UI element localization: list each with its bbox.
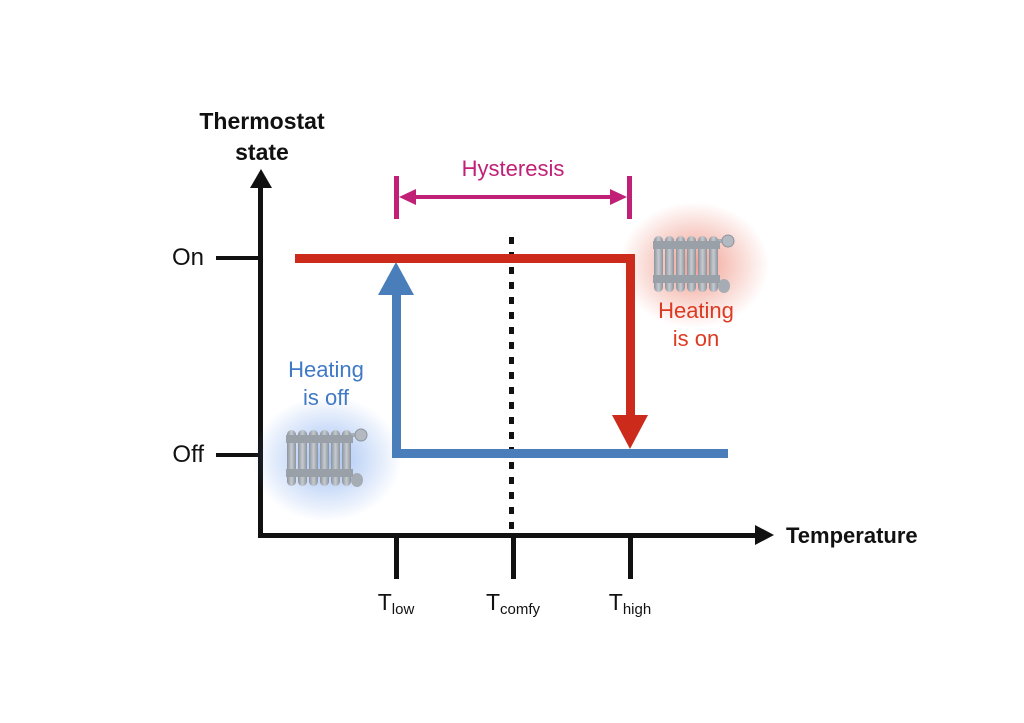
tlow-sub: low bbox=[391, 601, 415, 618]
y-axis-title-line1: Thermostat bbox=[199, 108, 325, 134]
x-axis-label: Temperature bbox=[786, 523, 918, 548]
x-tick-tcomfy bbox=[511, 535, 516, 579]
thigh-base: T bbox=[608, 589, 623, 615]
x-tick-thigh bbox=[628, 535, 633, 579]
x-axis-arrowhead-icon bbox=[755, 525, 774, 545]
radiator-icon bbox=[653, 234, 735, 293]
off-branch-line bbox=[392, 449, 728, 458]
heating-off-caption: Heating is off bbox=[261, 356, 391, 412]
x-tick-label-tcomfy: Tcomfy bbox=[468, 589, 558, 618]
y-axis-title-line2: state bbox=[235, 139, 289, 165]
x-axis-line bbox=[258, 533, 757, 538]
hysteresis-left-endbar bbox=[394, 176, 399, 219]
hysteresis-right-endbar bbox=[627, 176, 632, 219]
radiator-icon bbox=[286, 428, 368, 487]
heating-off-line1: Heating bbox=[288, 357, 364, 382]
x-tick-label-tlow: Tlow bbox=[351, 589, 441, 618]
heating-off-line2: is off bbox=[302, 385, 350, 410]
tlow-base: T bbox=[377, 589, 392, 615]
heating-on-line1: Heating bbox=[658, 298, 734, 323]
up-arrowhead-icon bbox=[378, 262, 414, 295]
x-tick-label-thigh: Thigh bbox=[585, 589, 675, 618]
tcomfy-base: T bbox=[485, 589, 501, 615]
heating-on-line2: is on bbox=[672, 326, 720, 351]
y-axis-line bbox=[258, 184, 263, 537]
hysteresis-label: Hysteresis bbox=[461, 156, 565, 181]
y-tick-label-off: Off bbox=[172, 441, 204, 468]
off-branch-rise-line bbox=[392, 294, 401, 458]
down-arrowhead-icon bbox=[612, 415, 648, 449]
y-tick-on bbox=[216, 256, 260, 260]
y-axis-arrowhead-icon bbox=[249, 169, 272, 188]
on-branch-line bbox=[295, 254, 635, 263]
on-branch-drop-line bbox=[626, 254, 635, 417]
right-arrowhead-icon bbox=[610, 189, 627, 205]
thigh-sub: high bbox=[622, 601, 652, 618]
hysteresis-span-line bbox=[406, 195, 620, 199]
y-tick-off bbox=[216, 453, 260, 457]
left-arrowhead-icon bbox=[399, 189, 416, 205]
x-tick-tlow bbox=[394, 535, 399, 579]
y-axis-title: Thermostat state bbox=[172, 106, 352, 168]
tcomfy-dashed-guide-line bbox=[509, 237, 514, 535]
y-tick-label-on: On bbox=[171, 244, 204, 271]
tcomfy-sub: comfy bbox=[500, 601, 541, 618]
heating-on-caption: Heating is on bbox=[631, 297, 761, 353]
